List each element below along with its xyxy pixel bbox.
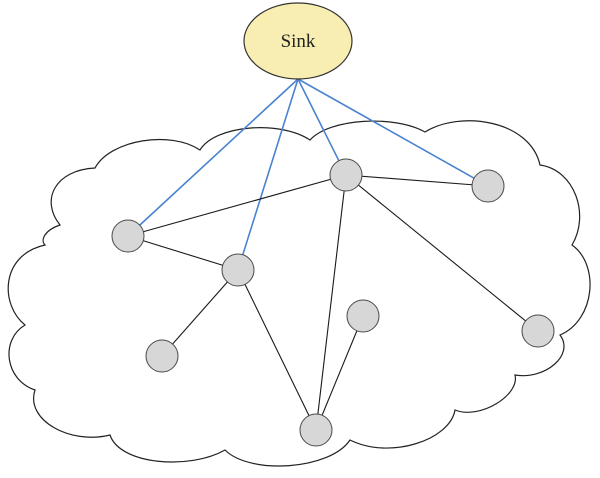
link-n3-n4	[345, 174, 489, 187]
link-n1-n3	[127, 174, 347, 237]
sink-label: Sink	[281, 31, 316, 52]
uplink-sink-n4	[297, 78, 475, 179]
link-n1-n2	[127, 235, 239, 271]
uplink-sink-n2	[242, 78, 299, 255]
sensor-node-7	[521, 314, 555, 348]
uplink-layer	[139, 78, 475, 255]
link-n6-n8	[315, 315, 364, 431]
link-n2-n8	[237, 269, 317, 431]
sensor-node-1	[111, 219, 145, 253]
sensor-node-2	[221, 253, 255, 287]
sink-node	[243, 2, 353, 80]
sensor-node-3	[329, 158, 363, 192]
link-n3-n8	[315, 174, 347, 431]
node-layer	[111, 158, 555, 447]
sensor-node-4	[471, 169, 505, 203]
network-cloud	[7, 120, 591, 467]
sensor-node-8	[299, 413, 333, 447]
uplink-sink-n3	[297, 78, 340, 162]
link-layer	[127, 174, 539, 431]
sensor-node-6	[346, 299, 380, 333]
link-n2-n5	[161, 269, 239, 357]
uplink-sink-n1	[139, 78, 299, 226]
sensor-node-5	[145, 339, 179, 373]
link-n3-n7	[345, 174, 539, 332]
